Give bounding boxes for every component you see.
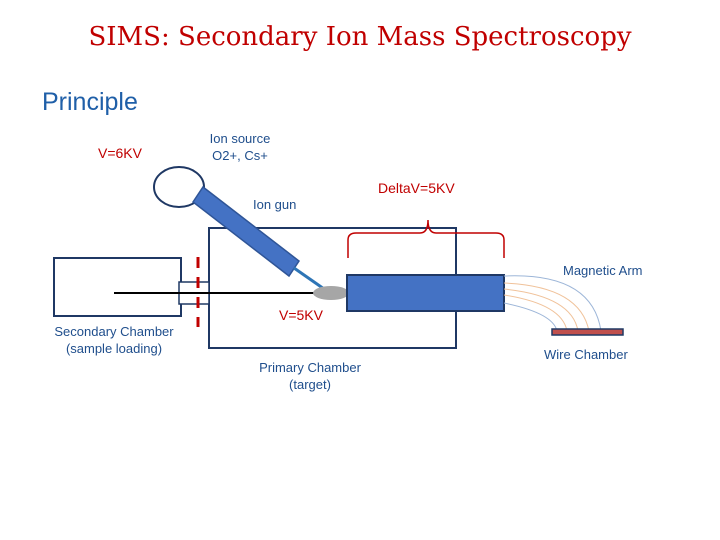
deltav-bracket — [347, 219, 505, 258]
ion-gun — [191, 185, 301, 278]
trajectory-5 — [503, 302, 558, 332]
trajectory-4 — [503, 294, 568, 332]
ion-source-label-line1: Ion source — [209, 131, 271, 146]
magnetic-arm-label: Magnetic Arm — [563, 263, 643, 278]
deltav-label: DeltaV=5KV — [378, 180, 455, 196]
slide-title: SIMS: Secondary Ion Mass Spectroscopy — [88, 22, 632, 52]
wire-chamber-detector — [551, 328, 624, 336]
trajectory-1 — [503, 275, 602, 332]
primary-chamber-label-line1: Primary Chamber — [259, 360, 361, 375]
analyzer-column — [346, 274, 505, 312]
target-voltage-label: V=5KV — [279, 307, 323, 323]
primary-chamber-label-line2: (target) — [289, 377, 331, 392]
source-voltage-label: V=6KV — [98, 145, 142, 161]
section-heading: Principle — [42, 88, 138, 116]
sample-target — [313, 286, 349, 300]
secondary-chamber-label-line2: (sample loading) — [65, 341, 163, 356]
trajectory-3 — [503, 288, 579, 332]
ion-source-label: Ion source O2+, Cs+ — [195, 130, 285, 164]
wire-chamber-label: Wire Chamber — [544, 347, 628, 362]
ion-gun-label: Ion gun — [253, 197, 297, 212]
primary-chamber-label: Primary Chamber (target) — [250, 359, 370, 393]
trajectory-2 — [503, 282, 590, 332]
secondary-chamber-label: Secondary Chamber (sample loading) — [44, 323, 184, 357]
secondary-chamber — [53, 257, 182, 317]
ion-source-label-line2: O2+, Cs+ — [212, 148, 268, 163]
magnetic-arm-trajectories — [503, 275, 602, 332]
secondary-chamber-label-line1: Secondary Chamber — [54, 324, 174, 339]
